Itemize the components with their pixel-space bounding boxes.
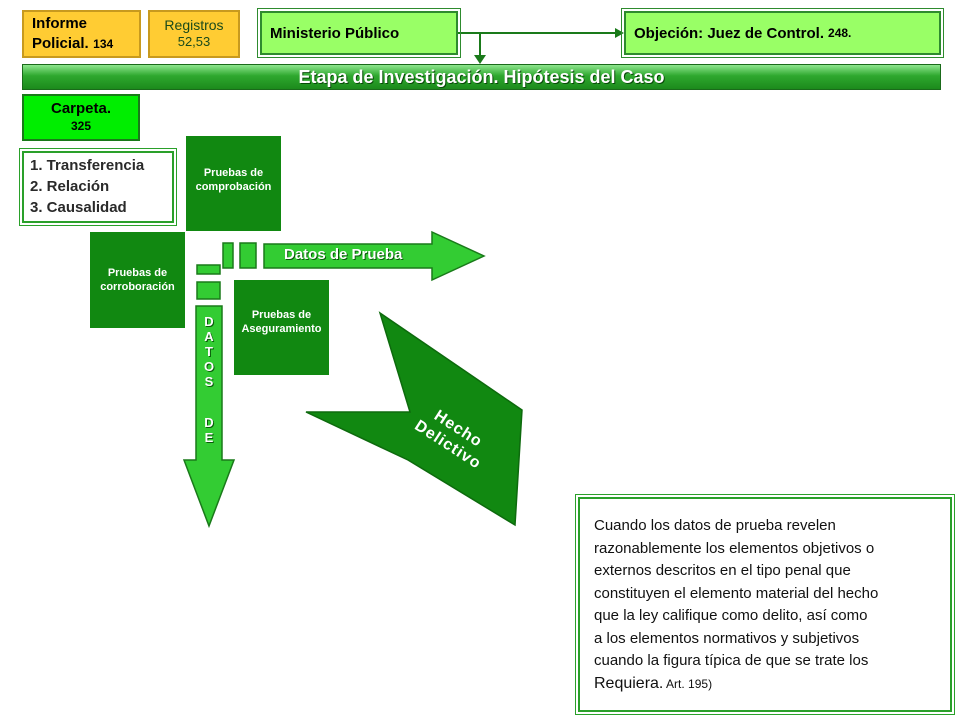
box-line: corroboración [100,281,175,293]
objecion-num: 248. [828,26,852,40]
carpeta-label: Carpeta. [50,100,112,117]
small-bar-3 [196,264,221,275]
small-bar-4 [196,281,221,300]
box-line: Aseguramiento [241,322,322,335]
note-line: cuando la figura típica de que se trate … [594,652,869,669]
pruebas-aseguramiento-box: Pruebas de Aseguramiento [234,280,329,375]
objecion-label: Objeción: Juez de Control. [634,24,825,42]
down-connector-arrowhead [474,55,486,64]
list-box: 1. Transferencia 2. Relación 3. Causalid… [19,148,177,226]
note-line: constituyen el elemento material del hec… [594,584,879,602]
datos-de-vertical-arrow [182,305,236,529]
vertical-letters: D A T O S D E [196,314,222,445]
list-item: 2. Relación [30,178,110,195]
note-line: a los elementos normativos y subjetivos [594,629,860,647]
ministerio-label: Ministerio Público [270,24,400,42]
connector-arrowhead [615,28,624,38]
vertical-letter: S [204,374,214,389]
note-line: que la ley califique como delito, así co… [594,607,868,624]
vertical-letter [196,389,222,415]
ministerio-box: Ministerio Público [257,8,461,58]
note-article: Art. 195) [663,676,713,691]
note-last-main: Requiera. [594,674,664,692]
datos-prueba-label: Datos de Prueba [284,246,403,263]
vertical-letter: A [204,329,214,344]
vertical-letter: D [204,314,214,329]
list-item: 1. Transferencia [30,157,145,174]
hecho-delictivo-arrow [305,311,523,527]
box-line: Pruebas de [203,166,264,179]
policial-num: 134 [93,37,114,51]
datos-prueba-arrow [263,230,486,282]
box-line: comprobación [195,180,272,193]
small-bar-1 [222,242,234,269]
pruebas-corroboracion-box: Pruebas de corroboración [90,232,185,328]
note-box: Cuando los datos de prueba revelen razon… [575,494,955,715]
etapa-banner: Etapa de Investigación. Hipótesis del Ca… [22,64,941,90]
registros-label: Registros [164,17,224,33]
registros-box: Registros 52,53 [148,10,240,58]
vertical-letter: O [203,359,215,374]
registros-num: 52,53 [177,34,211,49]
note-line: Cuando los datos de prueba revelen [594,517,836,534]
vertical-letter: T [205,344,213,359]
policial-label: Policial. [32,35,89,52]
objecion-box: Objeción: Juez de Control. 248. [621,8,944,58]
carpeta-box: Carpeta. 325 [22,94,140,141]
list-item: 3. Causalidad [30,199,127,216]
informe-label: Informe [32,15,88,32]
small-bar-2 [239,242,257,269]
note-last-line: Requiera. Art. 195) [594,673,944,696]
note-line: externos descritos en el tipo penal que [594,562,851,579]
note-line: razonablemente los elementos objetivos o [594,539,875,557]
banner-title: Etapa de Investigación. Hipótesis del Ca… [298,66,665,87]
vertical-letter: D [204,415,214,430]
box-line: Pruebas de [251,308,312,321]
carpeta-num: 325 [70,119,92,133]
informe-policial-box: Informe Policial. 134 [22,10,141,58]
vertical-letter: E [204,430,214,445]
datos-prueba-label-wrap: Datos de Prueba [284,246,434,266]
box-line: Pruebas de [107,267,168,279]
pruebas-comprobacion-box: Pruebas de comprobación [186,136,281,231]
